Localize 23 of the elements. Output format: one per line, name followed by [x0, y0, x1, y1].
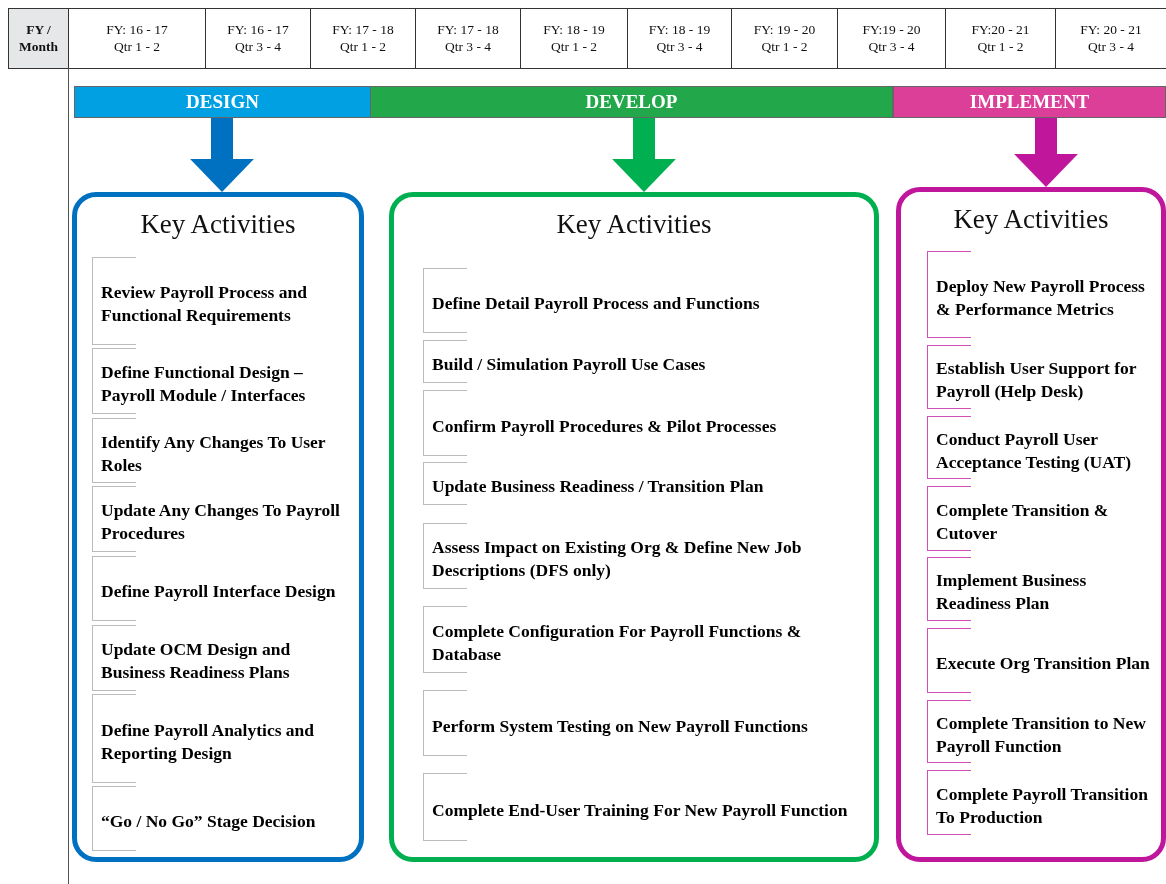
row-header-cell: FY / Month	[8, 8, 69, 69]
panel-heading: Key Activities	[952, 204, 1110, 235]
period-cell: FY: 17 - 18 Qtr 3 - 4	[415, 8, 521, 69]
phase-bar: IMPLEMENT	[893, 86, 1166, 118]
period-cell: FY:20 - 21 Qtr 1 - 2	[945, 8, 1056, 69]
period-cell: FY: 18 - 19 Qtr 1 - 2	[520, 8, 628, 69]
period-cell: FY:19 - 20 Qtr 3 - 4	[837, 8, 946, 69]
period-cell: FY: 16 - 17 Qtr 3 - 4	[205, 8, 311, 69]
activity-panel	[389, 192, 879, 862]
phase-bar: DESIGN	[74, 86, 371, 118]
arrow	[190, 118, 254, 192]
period-cell: FY: 19 - 20 Qtr 1 - 2	[731, 8, 838, 69]
period-cell: FY: 16 - 17 Qtr 1 - 2	[68, 8, 206, 69]
arrow	[1014, 118, 1078, 187]
arrow	[612, 118, 676, 192]
panel-heading: Key Activities	[139, 209, 297, 240]
phase-bar: DEVELOP	[370, 86, 893, 118]
activity-panel	[896, 187, 1166, 862]
activity-panel	[72, 192, 364, 862]
period-cell: FY: 17 - 18 Qtr 1 - 2	[310, 8, 416, 69]
period-cell: FY: 20 - 21 Qtr 3 - 4	[1055, 8, 1166, 69]
panel-heading: Key Activities	[555, 209, 713, 240]
period-cell: FY: 18 - 19 Qtr 3 - 4	[627, 8, 732, 69]
